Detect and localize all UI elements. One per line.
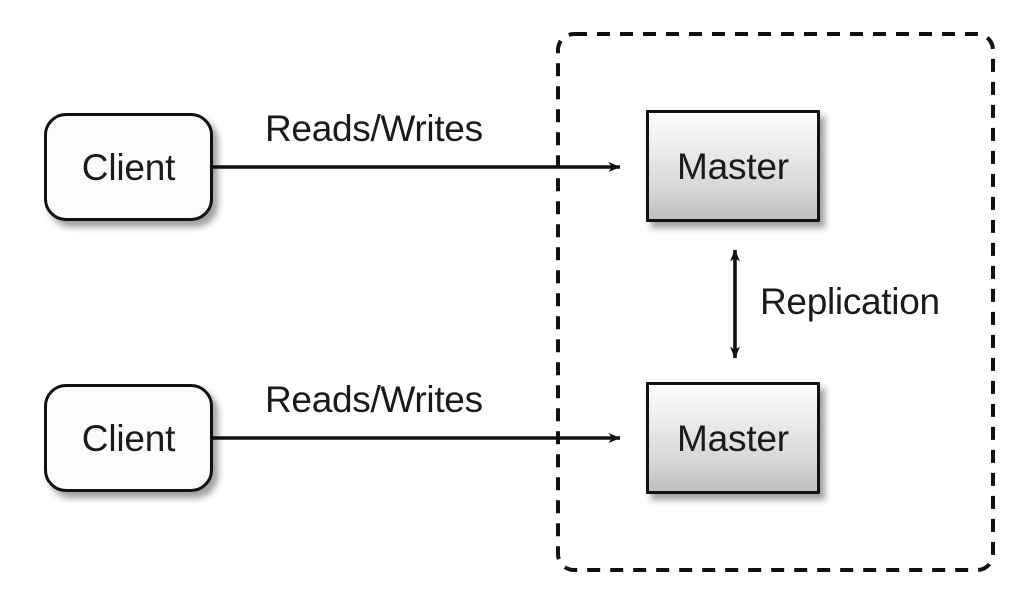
edge-label-reads-writes-top: Reads/Writes bbox=[265, 108, 483, 149]
node-master-bottom-label: Master bbox=[677, 417, 789, 459]
edge-label-replication: Replication bbox=[760, 281, 940, 322]
node-client-top-label: Client bbox=[81, 146, 176, 188]
node-client-bottom[interactable]: Client bbox=[44, 384, 213, 492]
replication-cluster-boundary bbox=[556, 32, 995, 572]
node-client-top[interactable]: Client bbox=[44, 113, 213, 221]
node-master-bottom[interactable]: Master bbox=[646, 382, 820, 494]
node-master-top[interactable]: Master bbox=[646, 110, 820, 222]
node-master-top-label: Master bbox=[677, 145, 789, 187]
node-client-bottom-label: Client bbox=[81, 417, 176, 459]
edge-label-reads-writes-bottom: Reads/Writes bbox=[265, 379, 483, 420]
